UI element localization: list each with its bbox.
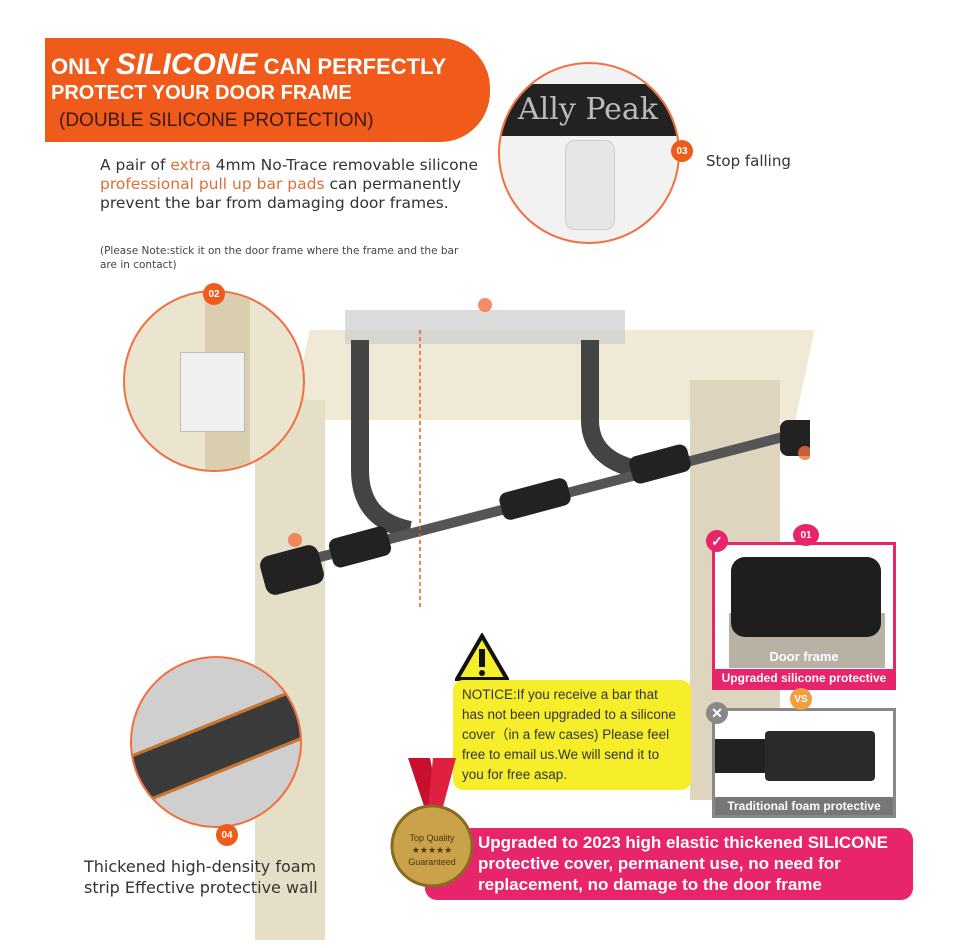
- grip-left: [260, 545, 324, 595]
- contact-point-marker: [798, 446, 810, 460]
- callout-circle-02: [123, 290, 305, 472]
- headline-line-3: (DOUBLE SILICONE PROTECTION): [59, 110, 374, 131]
- x-icon: ✕: [706, 702, 728, 724]
- upgrade-banner: Upgraded to 2023 high elastic thickened …: [425, 828, 913, 900]
- foam-grip: [499, 478, 571, 520]
- silicone-pad: [565, 140, 615, 230]
- callout-circle-04: [130, 656, 302, 828]
- check-icon: ✓: [706, 530, 728, 552]
- warning-icon: [455, 633, 509, 681]
- description-text: A pair of extra 4mm No-Trace removable s…: [100, 156, 479, 212]
- upgraded-caption: Upgraded silicone protective: [715, 669, 893, 687]
- bar-top-bracket: [345, 310, 625, 344]
- badge-02: 02: [203, 283, 225, 305]
- headline-banner: ONLY SILICONE CAN PERFECTLY PROTECT YOUR…: [45, 38, 490, 142]
- headline-line-2: PROTECT YOUR DOOR FRAME: [51, 82, 352, 104]
- stop-falling-label: Stop falling: [706, 152, 791, 170]
- door-frame-left: [255, 400, 325, 940]
- badge-01: 01: [793, 524, 819, 546]
- foam-grip: [629, 444, 691, 484]
- badge-03: 03: [671, 140, 693, 162]
- traditional-caption: Traditional foam protective: [715, 797, 893, 815]
- medal-text: Top Quality★★★★★Guaranteed: [408, 833, 456, 867]
- damaged-foam-photo: [765, 731, 875, 781]
- contact-point-marker: [478, 298, 492, 312]
- vs-badge: VS: [790, 688, 812, 710]
- pull-up-bar-illustration: [260, 298, 810, 610]
- quality-medal-icon: [390, 758, 474, 888]
- brand-label: Ally Peak: [500, 84, 678, 136]
- callout-circle-03: Ally Peak: [498, 62, 680, 244]
- bar-left-arm: [351, 340, 413, 539]
- foam-strip-text: Thickened high-density foam strip Effect…: [84, 857, 318, 897]
- notice-box: NOTICE:If you receive a bar that has not…: [453, 680, 691, 790]
- door-frame-label: Door frame: [769, 649, 839, 664]
- silicone-grip-photo: [731, 557, 881, 637]
- headline-line-1: ONLY SILICONE CAN PERFECTLY: [51, 48, 447, 81]
- upgraded-silicone-panel: Door frame Upgraded silicone protective: [712, 542, 896, 690]
- foam-grip: [328, 526, 392, 568]
- note-text: (Please Note:stick it on the door frame …: [100, 245, 459, 271]
- foam-strip-closeup: [132, 676, 300, 810]
- contact-point-marker: [288, 533, 302, 547]
- silicone-pad: [180, 352, 245, 432]
- bar-right-arm: [581, 340, 643, 479]
- badge-04: 04: [216, 824, 238, 846]
- traditional-foam-panel: Traditional foam protective: [712, 708, 896, 818]
